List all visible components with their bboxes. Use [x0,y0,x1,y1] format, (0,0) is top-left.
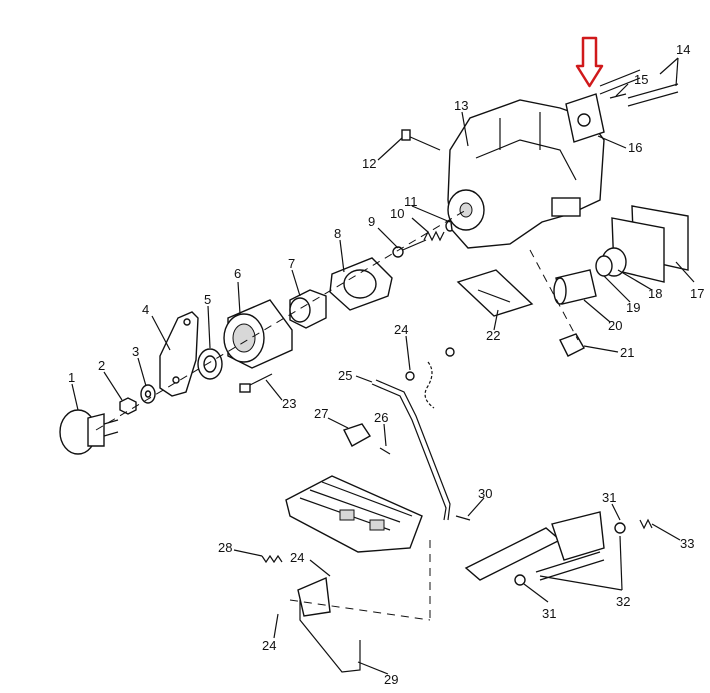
callout-24-lower: 24 [262,638,276,653]
part-washer [140,384,156,404]
callout-22: 22 [486,328,500,343]
part-bolt [401,129,441,151]
part-plate [565,93,605,143]
callout-9: 9 [368,214,375,229]
callout-15: 15 [634,72,648,87]
callout-7: 7 [288,256,295,271]
part-bolt-23 [239,373,273,393]
part-link-rod [371,379,451,521]
callout-32: 32 [616,594,630,609]
leader-lines [71,57,695,675]
callout-24-middle: 24 [290,550,304,565]
callout-10: 10 [390,206,404,221]
part-rods [599,69,679,107]
callout-6: 6 [234,266,241,281]
callout-8: 8 [334,226,341,241]
callout-31-lower: 31 [542,606,556,621]
callout-12: 12 [362,156,376,171]
part-lever [297,576,361,673]
callout-33: 33 [680,536,694,551]
callout-1: 1 [68,370,75,385]
callout-27: 27 [314,406,328,421]
callout-13: 13 [454,98,468,113]
callout-16: 16 [628,140,642,155]
callout-14: 14 [676,42,690,57]
part-pin-30 [455,515,471,521]
callout-29: 29 [384,672,398,687]
callout-labels: 1 2 3 4 5 6 7 8 9 10 11 12 13 14 15 16 1… [68,42,704,687]
callout-26: 26 [374,410,388,425]
callout-20: 20 [608,318,622,333]
part-pin [392,239,427,258]
part-spacer [197,348,223,380]
callout-11: 11 [404,194,418,209]
part-cylinder [553,269,597,305]
part-knob [59,409,119,455]
part-rubber-stop [343,423,372,447]
callout-25: 25 [338,368,352,383]
part-bolt-15 [609,93,627,99]
callout-23: 23 [282,396,296,411]
highlight-arrow-icon [575,36,604,88]
part-ring [595,255,613,277]
part-spring-33 [639,518,653,530]
part-pin-26 [379,447,391,455]
callout-17: 17 [690,286,704,301]
part-nut [119,397,137,415]
part-bracket [159,311,199,397]
callout-19: 19 [626,300,640,315]
callout-21: 21 [620,345,634,360]
callout-18: 18 [648,286,662,301]
part-pedal [464,511,605,581]
callout-28: 28 [218,540,232,555]
callout-24-upper: 24 [394,322,408,337]
part-gasket [329,257,393,311]
callout-4: 4 [142,302,149,317]
part-housing [223,299,293,369]
part-fastener [405,347,455,409]
assembly-centerlines [95,209,579,621]
part-foot-plate [285,475,423,553]
part-washer-31 [514,522,626,586]
part-main-casting [447,99,605,249]
part-cam [289,289,327,329]
callout-2: 2 [98,358,105,373]
callout-30: 30 [478,486,492,501]
callout-5: 5 [204,292,211,307]
part-guard [456,269,534,317]
part-clip [559,333,585,357]
callout-31-upper: 31 [602,490,616,505]
part-spring-28 [261,554,283,564]
callout-3: 3 [132,344,139,359]
